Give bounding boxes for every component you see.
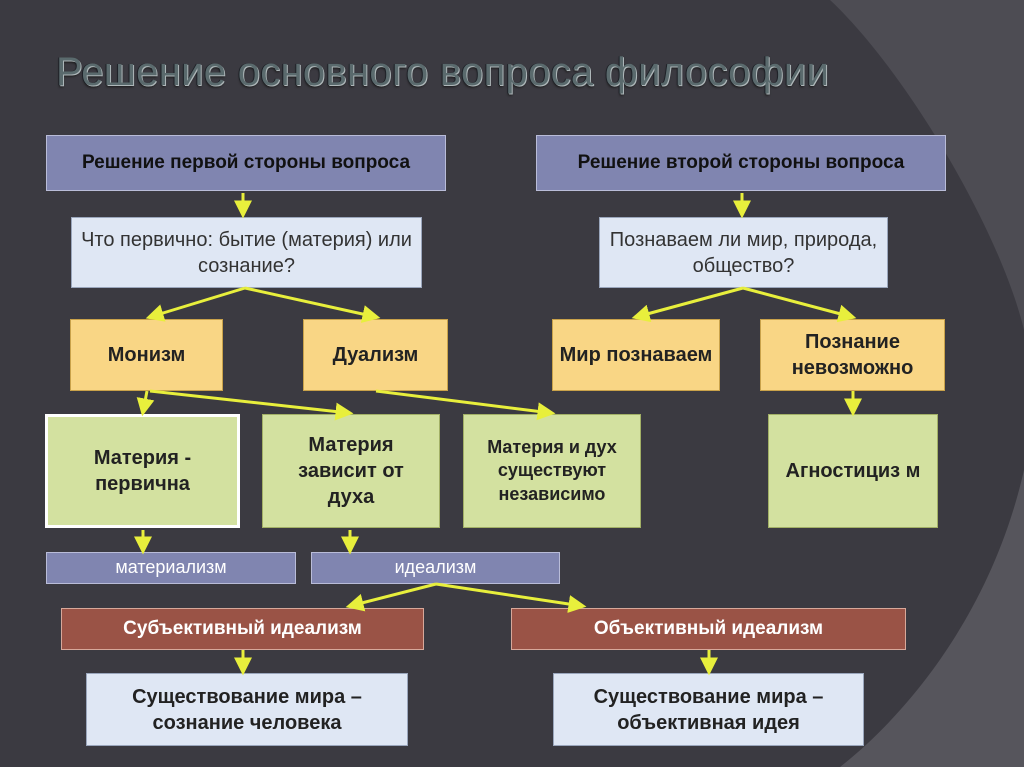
idealism-text: идеализм — [394, 557, 477, 578]
matter-spirit-independent-box: Материя и дух существуют независимо — [463, 414, 641, 528]
matter-spirit-independent-text: Материя и дух существуют независимо — [487, 436, 617, 504]
first-question-box: Что первично: бытие (материя) или сознан… — [71, 217, 422, 288]
knowledge-impossible-text: Познание невозможно — [791, 331, 914, 379]
monism-box: Монизм — [70, 319, 223, 391]
first-question-text: Что первично: бытие (материя) или сознан… — [81, 228, 412, 277]
subjective-result-box: Существование мира – сознание человека — [86, 673, 408, 746]
objective-result-box: Существование мира – объективная идея — [553, 673, 864, 746]
second-side-header: Решение второй стороны вопроса — [536, 135, 946, 191]
matter-depends-text: Материя зависит от духа — [298, 434, 404, 508]
monism-text: Монизм — [107, 344, 186, 366]
first-side-header: Решение первой стороны вопроса — [46, 135, 446, 191]
idealism-label: идеализм — [311, 552, 560, 584]
second-question-box: Познаваем ли мир, природа, общество? — [599, 217, 888, 288]
objective-idealism-box: Объективный идеализм — [511, 608, 906, 650]
slide-title: Решение основного вопроса философии — [56, 50, 830, 94]
second-question-text: Познаваем ли мир, природа, общество? — [609, 228, 878, 277]
matter-depends-box: Материя зависит от духа — [262, 414, 440, 528]
dualism-box: Дуализм — [303, 319, 448, 391]
first-side-header-text: Решение первой стороны вопроса — [81, 152, 411, 174]
knowledge-impossible-box: Познание невозможно — [760, 319, 945, 391]
second-side-header-text: Решение второй стороны вопроса — [577, 152, 905, 174]
objective-result-text: Существование мира – объективная идея — [593, 685, 824, 734]
agnosticism-text: Агностициз м — [785, 460, 921, 482]
dualism-text: Дуализм — [332, 344, 419, 366]
objective-idealism-text: Объективный идеализм — [593, 617, 824, 639]
world-knowable-box: Мир познаваем — [552, 319, 720, 391]
matter-primary-text: Материя - первична — [93, 447, 192, 495]
materialism-label: материализм — [46, 552, 296, 584]
matter-primary-box: Материя - первична — [45, 414, 240, 528]
world-knowable-text: Мир познаваем — [559, 344, 713, 366]
subjective-result-text: Существование мира – сознание человека — [132, 685, 362, 734]
subjective-idealism-box: Субъективный идеализм — [61, 608, 424, 650]
agnosticism-box: Агностициз м — [768, 414, 938, 528]
subjective-idealism-text: Субъективный идеализм — [123, 617, 362, 639]
materialism-text: материализм — [115, 557, 227, 578]
